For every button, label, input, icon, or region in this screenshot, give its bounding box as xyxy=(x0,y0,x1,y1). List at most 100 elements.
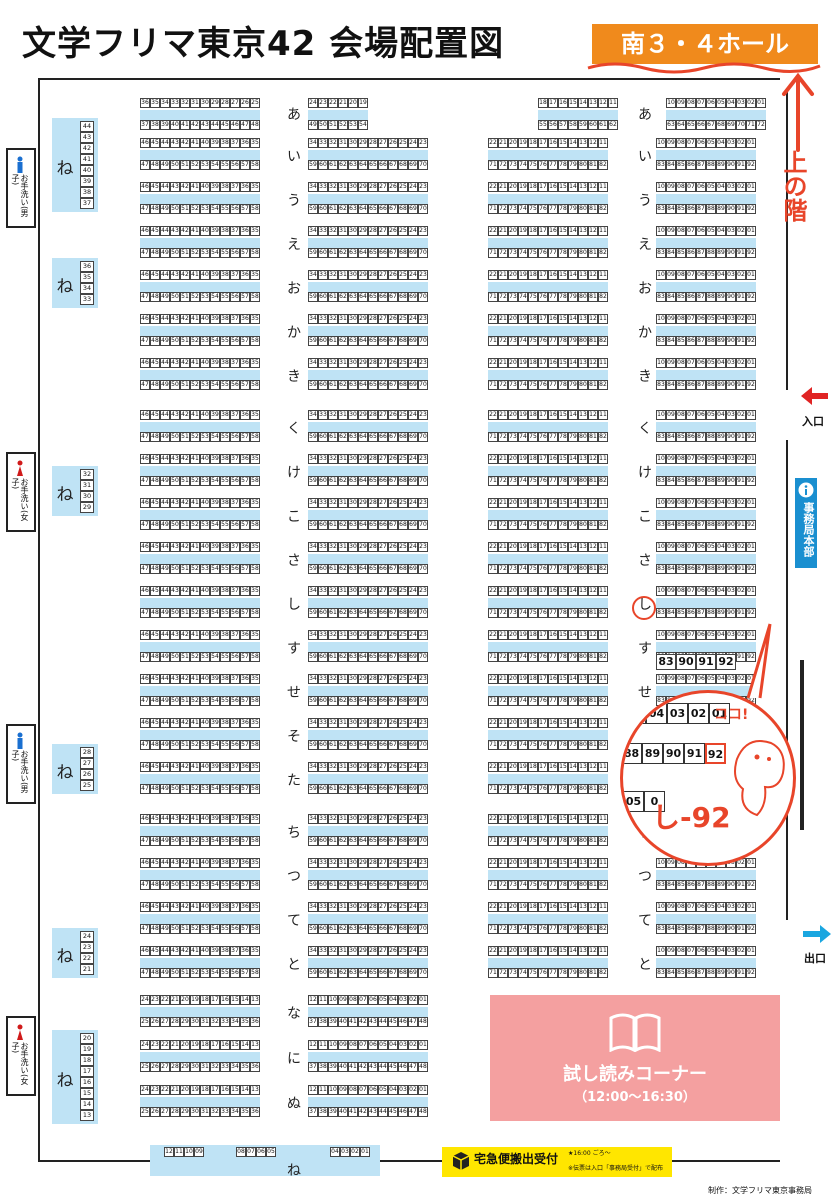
booth-cell: 91 xyxy=(736,292,746,302)
booth-cell: 45 xyxy=(150,358,160,368)
booth-cell: 24 xyxy=(80,931,94,942)
booth-cell: 41 xyxy=(80,154,94,165)
callout-pointer xyxy=(746,623,772,699)
booth-cell: 67 xyxy=(388,204,398,214)
booth-cell: 91 xyxy=(736,608,746,618)
booth-cell: 34 xyxy=(230,1062,240,1072)
booth-cell: 54 xyxy=(210,432,220,442)
booth-cell: 34 xyxy=(308,762,318,772)
booth-cell: 07 xyxy=(686,410,696,420)
booth-cell: 73 xyxy=(508,740,518,750)
booth-cell: 24 xyxy=(140,1085,150,1095)
booth-cell: 08 xyxy=(676,314,686,324)
booth-cell: 54 xyxy=(210,476,220,486)
booth-cell: 60 xyxy=(318,476,328,486)
booth-cell: 75 xyxy=(528,380,538,390)
reading-corner-time: （12:00〜16:30） xyxy=(574,1090,696,1105)
booth-cell: 69 xyxy=(408,476,418,486)
booth-cell: 10 xyxy=(656,674,666,684)
booth-cell: 83 xyxy=(656,292,666,302)
booth-cell: 29 xyxy=(80,502,94,513)
booth-cell: 67 xyxy=(388,564,398,574)
left-column-letter: ね xyxy=(56,485,74,505)
booth-cell: 29 xyxy=(358,902,368,912)
booth-cell: 43 xyxy=(170,358,180,368)
booth-cell: 27 xyxy=(378,542,388,552)
booth-cell: 14 xyxy=(568,182,578,192)
booth-cell: 17 xyxy=(538,814,548,824)
booth-cell: 32 xyxy=(328,858,338,868)
booth-cell: 28 xyxy=(368,946,378,956)
booth-cell: 17 xyxy=(538,226,548,236)
booth-cell: 74 xyxy=(518,608,528,618)
booth-cell: 19 xyxy=(518,586,528,596)
women-restroom-icon xyxy=(17,1024,23,1040)
booth-cell: 05 xyxy=(706,314,716,324)
booth-cell: 77 xyxy=(548,968,558,978)
booth-cell: 12 xyxy=(588,718,598,728)
booth-cell: 25 xyxy=(398,138,408,148)
booth-cell: 40 xyxy=(200,358,210,368)
booth-cell: 19 xyxy=(190,1040,200,1050)
booth-cell: 54 xyxy=(210,564,220,574)
zoom-cell: 0 xyxy=(644,791,665,812)
booth-cell: 56 xyxy=(230,784,240,794)
block-letter: そ xyxy=(287,729,301,745)
booth-cell: 32 xyxy=(80,469,94,480)
booth-cell: 74 xyxy=(518,564,528,574)
booth-cell: 43 xyxy=(170,674,180,684)
booth-cell: 37 xyxy=(230,946,240,956)
booth-cell: 67 xyxy=(388,380,398,390)
booth-cell: 55 xyxy=(220,924,230,934)
booth-cell: 63 xyxy=(348,740,358,750)
booth-cell: 85 xyxy=(676,380,686,390)
booth-cell: 09 xyxy=(666,138,676,148)
booth-cell: 40 xyxy=(338,1017,348,1027)
booth-cell: 26 xyxy=(388,226,398,236)
booth-cell: 33 xyxy=(318,410,328,420)
block-letter: さ xyxy=(287,553,301,569)
booth-cell: 84 xyxy=(666,880,676,890)
booth-cell: 35 xyxy=(250,718,260,728)
booth-cell: 32 xyxy=(328,358,338,368)
booth-cell: 39 xyxy=(210,946,220,956)
booth-cell: 89 xyxy=(716,564,726,574)
booth-cell: 85 xyxy=(676,608,686,618)
zoom-cell: 5 xyxy=(625,703,646,724)
booth-cell: 51 xyxy=(180,432,190,442)
booth-cell: 55 xyxy=(220,880,230,890)
booth-cell: 34 xyxy=(308,314,318,324)
booth-cell: 35 xyxy=(250,270,260,280)
restroom-label: お手洗い(男子) xyxy=(11,750,29,794)
booth-cell: 57 xyxy=(240,380,250,390)
booth-cell: 23 xyxy=(418,314,428,324)
booth-cell: 15 xyxy=(230,1085,240,1095)
booth-cell: 37 xyxy=(230,762,240,772)
booth-cell: 69 xyxy=(408,292,418,302)
hall-badge: 南３・４ホール xyxy=(592,24,818,64)
booth-cell: 85 xyxy=(676,520,686,530)
booth-cell: 26 xyxy=(388,586,398,596)
booth-cell: 80 xyxy=(578,248,588,258)
booth-cell: 52 xyxy=(190,336,200,346)
booth-cell: 41 xyxy=(190,138,200,148)
booth-cell: 21 xyxy=(498,586,508,596)
booth-cell: 88 xyxy=(706,476,716,486)
booth-cell: 11 xyxy=(598,314,608,324)
booth-cell: 06 xyxy=(696,138,706,148)
booth-cell: 64 xyxy=(358,836,368,846)
booth-cell: 42 xyxy=(180,226,190,236)
booth-cell: 88 xyxy=(706,292,716,302)
booth-cell: 12 xyxy=(588,358,598,368)
